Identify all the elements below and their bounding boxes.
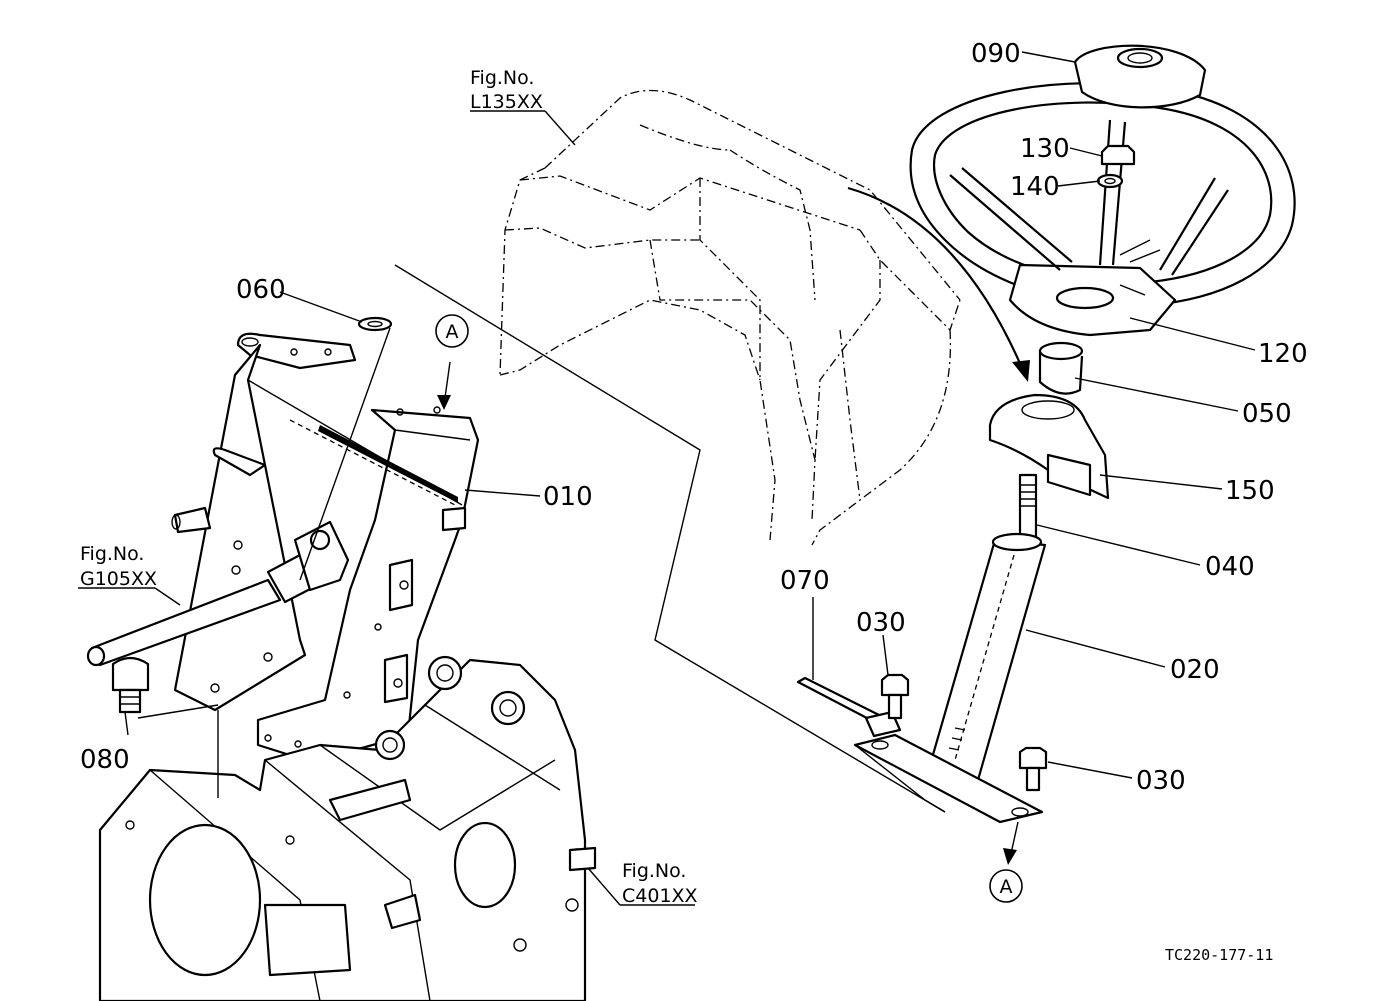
part-callout: 030 — [856, 608, 906, 638]
fig-ref-label: Fig.No. — [622, 860, 686, 882]
view-marker-bottom: A — [989, 869, 1023, 903]
part-callout: 040 — [1205, 552, 1255, 582]
part-callout: 050 — [1242, 399, 1292, 429]
part-callout: 140 — [1010, 172, 1060, 202]
part-callout: 020 — [1170, 655, 1220, 685]
part-callout: 030 — [1136, 766, 1186, 796]
bolt-030-right — [1018, 746, 1048, 792]
hood-panel-outline — [499, 89, 961, 546]
part-callout: 080 — [80, 745, 130, 775]
part-callout: 060 — [236, 275, 286, 305]
horn-cap — [1073, 44, 1207, 109]
part-callout: 010 — [543, 482, 593, 512]
diagram-id: TC220-177-11 — [1165, 946, 1273, 964]
leader-lines — [78, 51, 1256, 906]
universal-joint-shaft — [86, 506, 350, 667]
part-callout: 130 — [1020, 134, 1070, 164]
transmission-housing — [98, 655, 597, 1001]
bracket-plate — [796, 676, 902, 738]
nut-and-washer — [1096, 144, 1136, 189]
part-callout: 090 — [971, 39, 1021, 69]
part-callout: 120 — [1258, 339, 1308, 369]
part-callout: 150 — [1225, 476, 1275, 506]
washer-060 — [357, 316, 393, 332]
steering-wheel — [909, 82, 1296, 337]
column-bushing — [1038, 341, 1084, 395]
fig-ref-code: C401XX — [622, 885, 698, 907]
bolt-080 — [111, 656, 150, 714]
view-marker-top: A — [435, 314, 469, 348]
svg-text:A: A — [1000, 876, 1013, 898]
bolt-030-left — [880, 673, 910, 720]
fig-ref-code: L135XX — [470, 91, 543, 113]
fig-ref-label: Fig.No. — [80, 543, 144, 565]
steering-column — [853, 473, 1047, 824]
part-callout: 070 — [780, 566, 830, 596]
column-cover — [988, 393, 1110, 500]
fig-ref-label: Fig.No. — [470, 67, 534, 89]
fig-ref-code: G105XX — [80, 568, 157, 590]
svg-text:A: A — [446, 321, 459, 343]
